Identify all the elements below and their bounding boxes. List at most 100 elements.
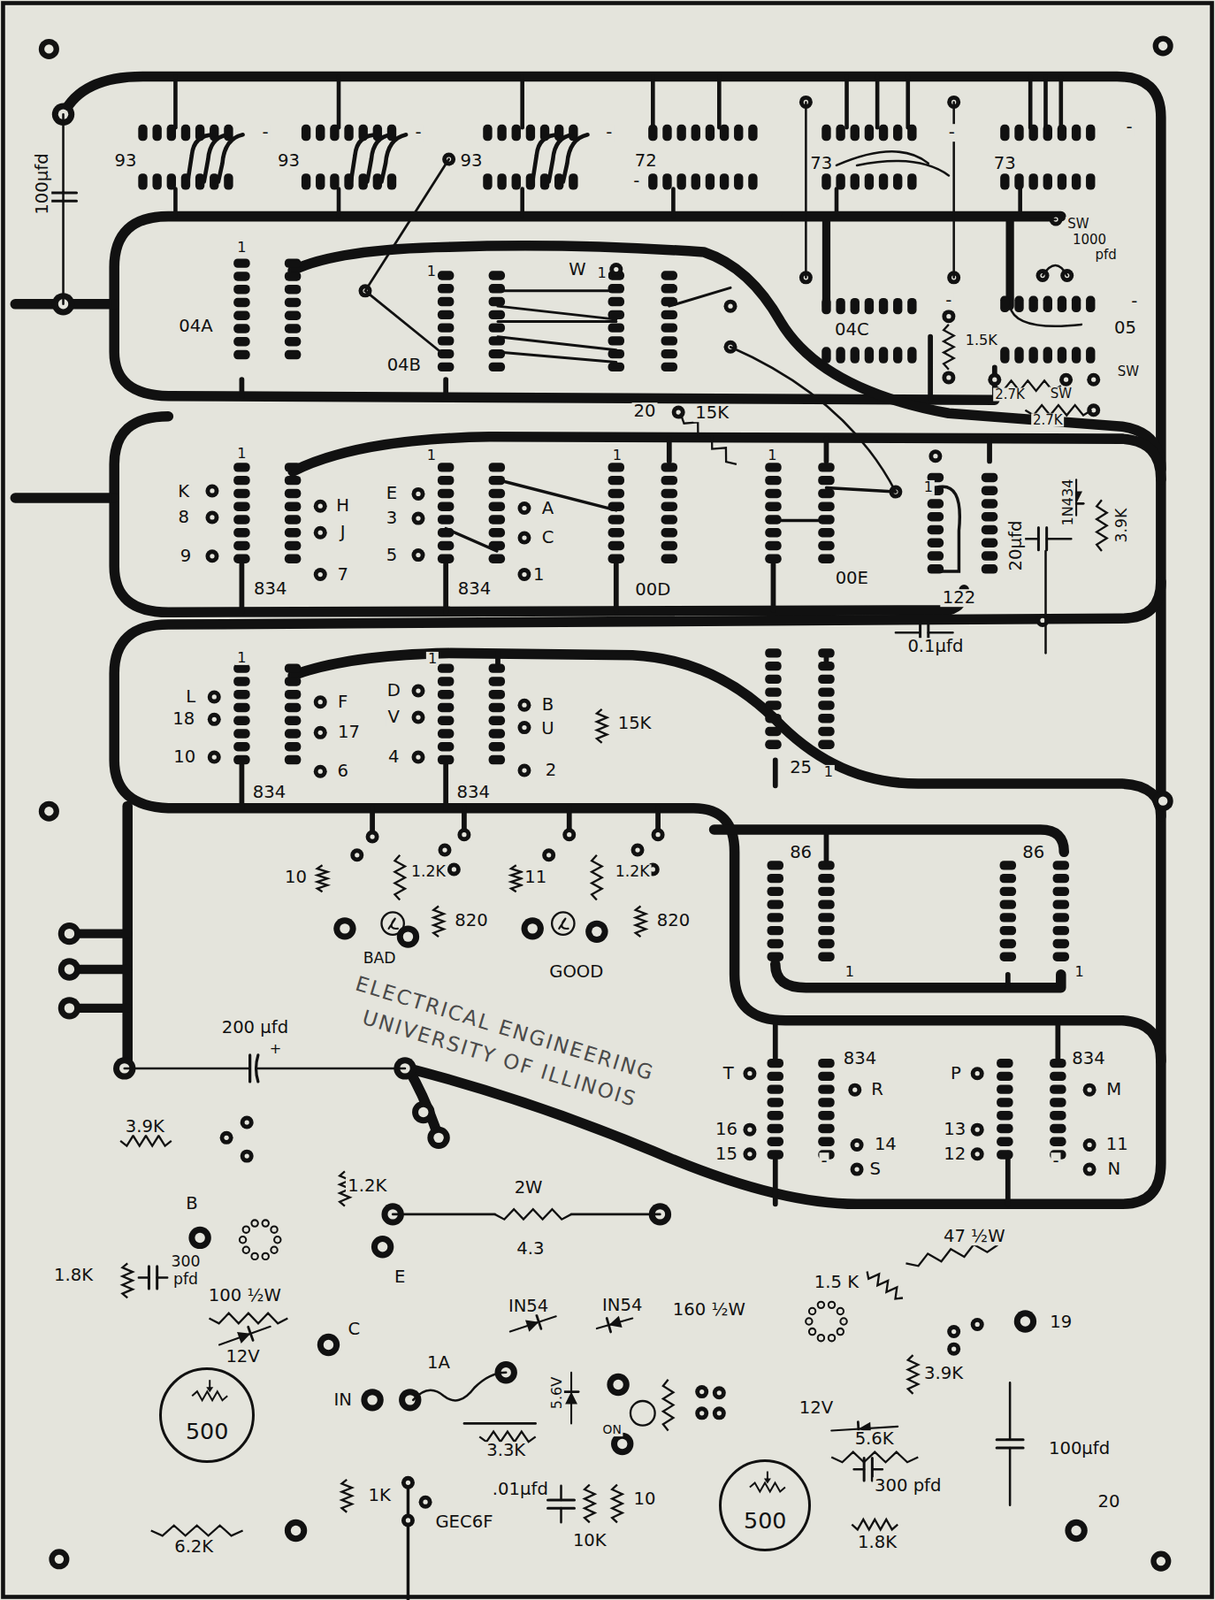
mounting-hole xyxy=(397,924,420,948)
ic-pad xyxy=(284,527,301,537)
ic-pad xyxy=(996,1123,1013,1133)
wire xyxy=(497,351,617,363)
pad-hole xyxy=(405,1480,411,1485)
pad-hole xyxy=(946,313,951,319)
part-label: U xyxy=(539,719,556,738)
ic-pad xyxy=(437,283,454,293)
part-label: 834 xyxy=(841,1050,879,1069)
round-pad xyxy=(313,526,328,540)
round-pad xyxy=(411,548,425,562)
ic-pad xyxy=(223,173,233,190)
round-pad xyxy=(207,712,222,726)
wire xyxy=(138,1276,168,1279)
trim-pot-circle: 500 xyxy=(718,1459,811,1552)
ic-pad xyxy=(817,886,834,896)
ic-pad xyxy=(1053,886,1070,896)
part-label: 834 xyxy=(455,784,492,803)
pad-hole xyxy=(1158,41,1168,51)
ic-pad xyxy=(233,676,250,686)
ic-pad xyxy=(233,741,250,751)
copper-trace xyxy=(336,76,342,129)
round-pad xyxy=(517,567,531,581)
pad-hole xyxy=(591,926,602,937)
wire xyxy=(548,1499,575,1508)
part-label: 93 xyxy=(275,152,302,170)
part-label: J xyxy=(338,523,348,542)
part-label: 2.7K xyxy=(1031,413,1065,428)
wire xyxy=(219,1326,271,1345)
ic-pad xyxy=(233,541,250,551)
ic-pad xyxy=(1053,952,1070,962)
round-pad xyxy=(1083,1083,1097,1097)
ic-pad xyxy=(1028,124,1038,141)
ic-pad xyxy=(1000,346,1009,363)
ic-pad xyxy=(817,700,834,710)
part-label: 4.3 xyxy=(514,1239,546,1258)
part-label: K xyxy=(175,482,192,501)
pad-hole xyxy=(521,703,527,708)
part-label: 3.9K xyxy=(1114,506,1130,545)
part-label: 834 xyxy=(456,580,493,598)
ic-pad xyxy=(284,502,301,512)
pad-hole xyxy=(634,847,640,852)
round-pad xyxy=(562,827,576,841)
ic-pad xyxy=(767,1071,784,1081)
socket-pin xyxy=(837,1328,844,1335)
ic-pad xyxy=(1028,296,1038,313)
mounting-hole xyxy=(38,801,60,822)
ic-pad xyxy=(284,336,301,346)
pad-hole xyxy=(727,304,733,309)
pad-hole xyxy=(1063,377,1069,383)
pad-hole xyxy=(403,931,413,941)
pad-hole xyxy=(546,852,551,857)
resistor-symbol xyxy=(611,1484,623,1523)
ic-pad xyxy=(233,323,250,333)
ic-pad xyxy=(835,298,845,314)
round-pad xyxy=(695,1384,709,1399)
part-label: 1.8K xyxy=(52,1266,95,1284)
round-pad xyxy=(987,373,1002,387)
resistor-symbol xyxy=(394,855,405,901)
mounting-hole xyxy=(1153,35,1174,56)
wiper-head xyxy=(764,1477,772,1483)
ic-pad xyxy=(284,323,301,333)
ic-pad xyxy=(233,298,250,307)
pad-hole xyxy=(442,847,447,852)
resistor-symbol xyxy=(341,1479,352,1513)
part-label: .01μfd xyxy=(490,1481,551,1499)
ic-pad xyxy=(540,173,550,190)
ic-pad xyxy=(893,173,902,190)
round-pad xyxy=(205,510,219,524)
round-pad xyxy=(517,501,531,515)
ic-pad xyxy=(981,511,998,521)
ic-pad xyxy=(489,322,505,332)
ic-pad xyxy=(817,475,834,485)
part-label: 1 xyxy=(235,446,248,461)
ic-pad xyxy=(691,124,701,141)
ic-pad xyxy=(152,124,161,141)
ic-pad xyxy=(181,124,191,141)
part-label: 1 xyxy=(425,264,438,279)
mounting-hole xyxy=(521,916,544,940)
part-label: 18 xyxy=(170,710,197,729)
component-layer xyxy=(50,101,1108,1536)
copper-trace xyxy=(905,76,910,129)
ic-pad xyxy=(284,663,301,673)
ic-pad xyxy=(767,1084,784,1093)
part-label: 100μfd xyxy=(34,151,53,216)
ic-pad xyxy=(301,173,311,190)
part-label: 1 xyxy=(765,447,779,462)
part-label: - xyxy=(943,292,954,311)
ic-pad xyxy=(315,124,325,141)
round-pad xyxy=(1083,1138,1097,1152)
ic-pad xyxy=(489,755,505,765)
part-label: 1 xyxy=(922,480,935,495)
ic-pad xyxy=(1000,886,1017,896)
round-pad xyxy=(457,827,471,841)
ic-pad xyxy=(817,1097,834,1107)
copper-trace xyxy=(775,829,1059,1062)
ic-pad xyxy=(661,489,678,498)
pad-hole xyxy=(612,1379,623,1390)
ic-pad xyxy=(850,298,860,314)
ic-pad xyxy=(996,1084,1013,1093)
